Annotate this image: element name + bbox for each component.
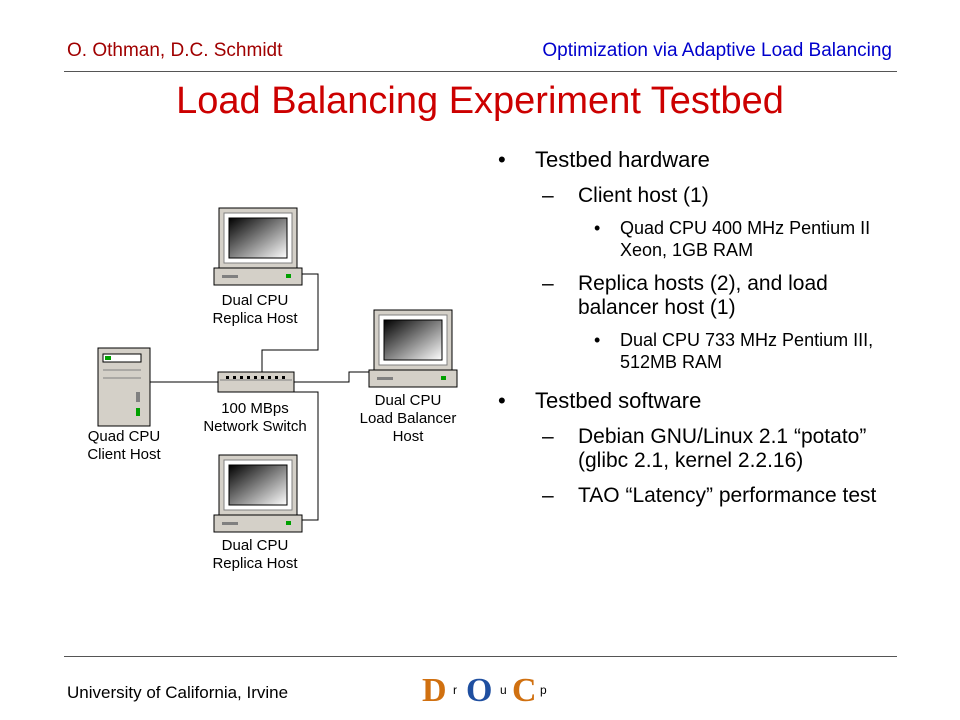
bullet-text: Debian GNU/Linux 2.1 “potato” (glibc 2.1… [578,425,867,472]
diagram-label: Dual CPU [375,392,442,409]
bullet-testbed-software: • Testbed software [498,387,878,414]
detail-replica-spec: • Dual CPU 733 MHz Pentium III, 512MB RA… [498,329,878,373]
footer-university: University of California, Irvine [67,683,289,702]
diagram-label: Quad CPU [88,428,161,445]
logo-letter: C [512,672,537,708]
diagram-label: Client Host [87,446,161,463]
bullet-text: Client host (1) [578,184,709,207]
replica-host-top-computer-icon [213,207,303,286]
dash-marker: – [542,425,554,448]
sub-bullet-client-host: – Client host (1) [498,184,878,208]
diagram-label: Network Switch [203,418,306,435]
doc-group-logo: D r O u C p [422,672,547,708]
network-switch-icon [217,371,295,393]
diagram-label: 100 MBps [221,400,289,417]
header-authors: O. Othman, D.C. Schmidt [67,40,283,61]
bullet-text: Replica hosts (2), and load balancer hos… [578,272,828,319]
load-balancer-host-computer-icon [368,309,458,388]
bullet-list: • Testbed hardware – Client host (1) • Q… [498,142,878,508]
header-talk-title: Optimization via Adaptive Load Balancing [542,40,892,61]
logo-letter: D [422,672,447,708]
sub-bullet-os: – Debian GNU/Linux 2.1 “potato” (glibc 2… [498,425,878,473]
footer-rule [64,656,897,657]
bullet-text: Quad CPU 400 MHz Pentium II Xeon, 1GB RA… [620,218,871,260]
sub-bullet-tao: – TAO “Latency” performance test [498,484,878,508]
header-rule [64,71,897,72]
diagram-label: Replica Host [212,310,298,327]
client-host-tower-icon [97,347,151,427]
bullet-marker: • [498,147,506,172]
sub-bullet-replica-hosts: – Replica hosts (2), and load balancer h… [498,272,878,320]
bullet-text: Testbed hardware [535,147,710,172]
logo-letter: p [540,683,547,697]
logo-letter: O [466,672,492,708]
dash-marker: – [542,484,554,507]
bullet-marker: • [498,388,506,413]
bullet-testbed-hardware: • Testbed hardware [498,146,878,173]
diagram-label: Load Balancer [360,410,457,427]
diagram-label: Dual CPU [222,292,289,309]
diagram-label: Dual CPU [222,537,289,554]
slide-title: Load Balancing Experiment Testbed [176,80,784,122]
diagram-label: Host [393,428,425,445]
diagram-label: Replica Host [212,555,298,572]
bullet-marker: • [594,218,601,238]
dash-marker: – [542,184,554,207]
bullet-text: Dual CPU 733 MHz Pentium III, 512MB RAM [620,330,874,372]
logo-letter: u [500,683,507,697]
replica-host-bottom-computer-icon [213,454,303,533]
logo-letter: r [453,683,457,697]
bullet-text: Testbed software [535,388,702,413]
bullet-text: TAO “Latency” performance test [578,484,877,507]
detail-client-spec: • Quad CPU 400 MHz Pentium II Xeon, 1GB … [498,217,878,261]
bullet-marker: • [594,330,601,350]
network-cables [150,273,374,521]
dash-marker: – [542,272,554,295]
